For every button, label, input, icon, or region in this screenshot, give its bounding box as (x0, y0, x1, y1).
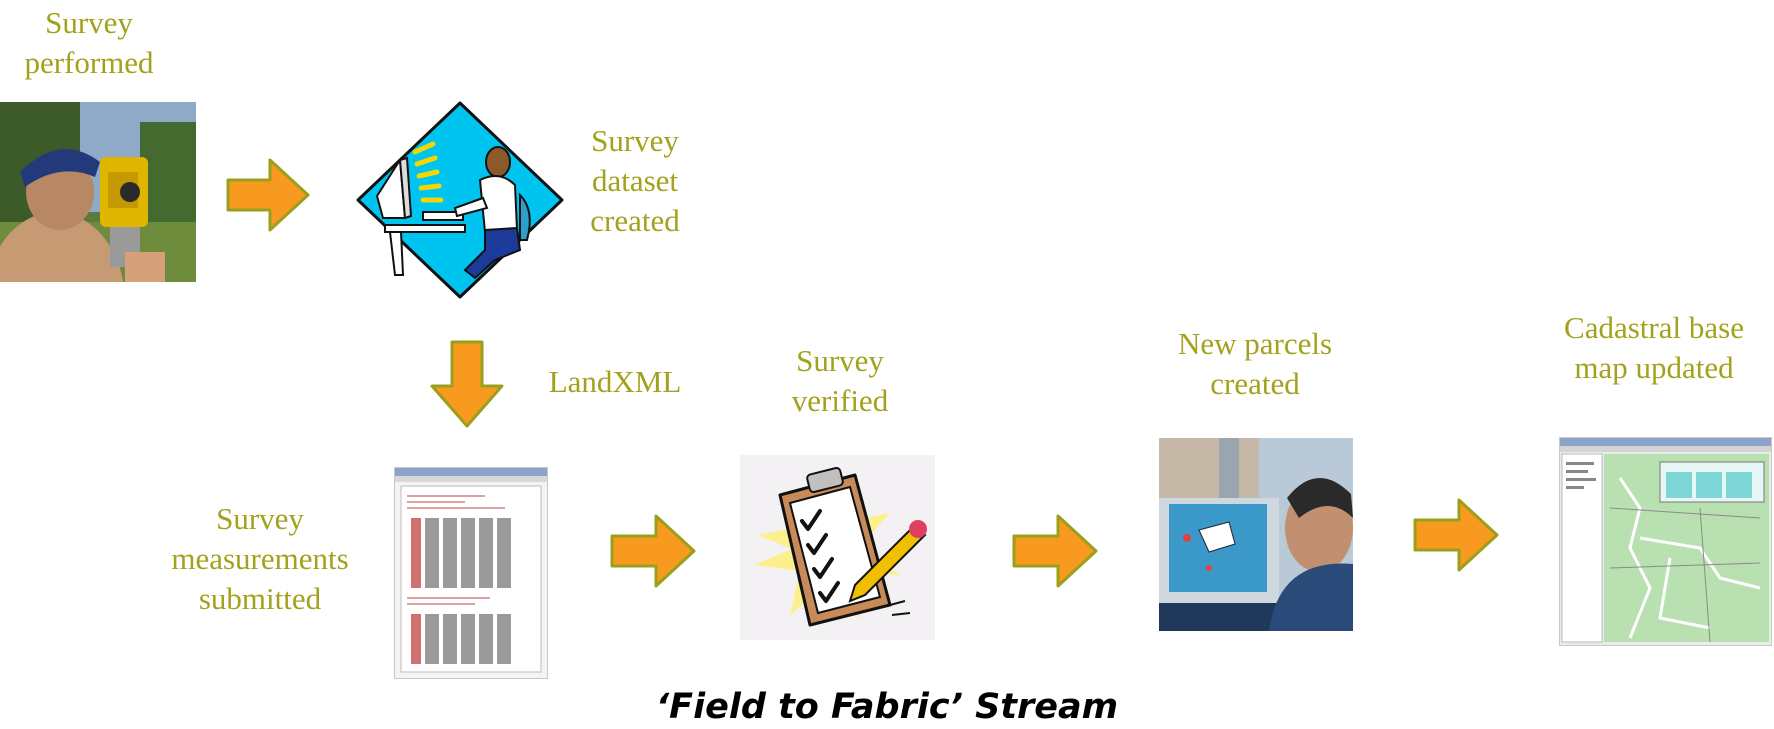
person-at-computer-diamond-icon (355, 100, 565, 300)
label-line: Cadastral base (1564, 310, 1744, 345)
label-line: measurements (171, 541, 349, 576)
label-basemap-updated: Cadastral base map updated (1536, 308, 1772, 388)
label-measurements-submitted: Survey measurements submitted (145, 499, 375, 619)
label-line: map updated (1574, 350, 1734, 385)
label-line: performed (24, 45, 154, 80)
label-line: dataset (591, 163, 679, 198)
label-line: Survey (45, 5, 133, 40)
label-line: submitted (198, 581, 322, 616)
label-line: created (590, 203, 680, 238)
xml-document-screenshot (394, 467, 548, 679)
arrow-right-4 (1413, 498, 1499, 572)
label-dataset-created: Survey dataset created (570, 121, 700, 241)
diagram-caption: ‘Field to Fabric’ Stream (655, 687, 1119, 727)
label-line: created (1210, 366, 1300, 401)
label-survey-performed: Survey performed (0, 3, 178, 83)
surveyor-photo (0, 102, 196, 282)
label-line: New parcels (1177, 326, 1333, 361)
label-line: Survey (591, 123, 679, 158)
label-line: verified (791, 383, 889, 418)
label-line: Survey (216, 501, 304, 536)
arrow-right-2 (610, 514, 696, 588)
label-landxml: LandXML (548, 364, 682, 399)
arrow-right-3 (1012, 514, 1098, 588)
cadastral-map-screenshot (1559, 437, 1772, 646)
label-line: Survey (796, 343, 884, 378)
arrow-right-1 (226, 158, 310, 232)
person-at-monitor-photo (1159, 438, 1353, 631)
arrow-down-1 (430, 340, 504, 428)
clipboard-checklist-icon (740, 455, 935, 640)
label-survey-verified: Survey verified (760, 341, 920, 421)
label-parcels-created: New parcels created (1140, 324, 1370, 404)
